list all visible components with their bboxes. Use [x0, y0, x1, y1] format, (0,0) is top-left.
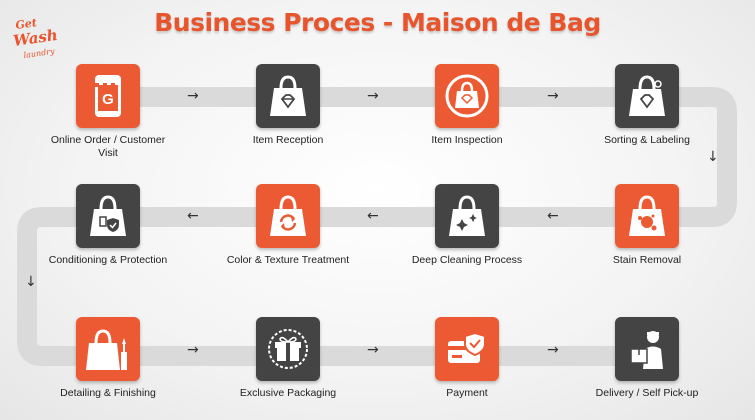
arrow-right-icon: →: [187, 342, 199, 358]
step-label: Delivery / Self Pick-up: [595, 387, 699, 399]
step-label: Item Reception: [252, 134, 324, 146]
step-label: Color & Texture Treatment: [226, 254, 350, 266]
step-label: Detailing & Finishing: [60, 387, 156, 399]
step-label: Payment: [446, 387, 488, 399]
step-label: Stain Removal: [612, 254, 682, 266]
step-stain-removal: Stain Removal: [582, 184, 712, 267]
bag-brush-icon: [76, 317, 140, 381]
step-label: Exclusive Packaging: [239, 387, 337, 399]
step-deep-cleaning: Deep Cleaning Process: [402, 184, 532, 267]
arrow-right-icon: →: [187, 88, 199, 104]
step-label: Item Inspection: [431, 134, 503, 146]
page-title: Business Proces - Maison de Bag: [154, 8, 601, 37]
step-item-inspection: Item Inspection: [402, 64, 532, 147]
svg-text:Get: Get: [15, 16, 38, 32]
arrow-down-icon: ↓: [25, 274, 37, 290]
arrow-right-icon: →: [367, 88, 379, 104]
arrow-left-icon: ←: [547, 208, 559, 224]
step-delivery: Delivery / Self Pick-up: [582, 317, 712, 400]
arrow-right-icon: →: [547, 342, 559, 358]
step-item-reception: Item Reception: [223, 64, 353, 147]
delivery-person-icon: [615, 317, 679, 381]
step-conditioning: Conditioning & Protection: [43, 184, 173, 267]
step-label: Online Order / Customer Visit: [50, 134, 166, 159]
phone-store-icon: G: [76, 64, 140, 128]
step-label: Sorting & Labeling: [604, 134, 690, 146]
step-packaging: Exclusive Packaging: [223, 317, 353, 400]
gift-box-icon: [256, 317, 320, 381]
bag-sparkle-icon: [435, 184, 499, 248]
svg-text:G: G: [102, 91, 114, 108]
step-color-texture: Color & Texture Treatment: [223, 184, 353, 267]
arrow-left-icon: ←: [187, 208, 199, 224]
bag-stain-icon: [615, 184, 679, 248]
bag-tag-icon: [615, 64, 679, 128]
step-detailing: Detailing & Finishing: [43, 317, 173, 400]
arrow-left-icon: ←: [367, 208, 379, 224]
brand-logo: Get Wash laundry: [10, 16, 62, 64]
bag-inspection-icon: [435, 64, 499, 128]
step-label: Conditioning & Protection: [48, 254, 168, 266]
step-payment: Payment: [402, 317, 532, 400]
bag-shield-icon: [76, 184, 140, 248]
bag-refresh-icon: [256, 184, 320, 248]
step-online-order: G Online Order / Customer Visit: [43, 64, 173, 160]
arrow-right-icon: →: [367, 342, 379, 358]
step-label: Deep Cleaning Process: [411, 254, 523, 266]
arrow-right-icon: →: [547, 88, 559, 104]
step-sorting-labeling: Sorting & Labeling: [582, 64, 712, 147]
svg-text:laundry: laundry: [23, 47, 56, 60]
bag-diamond-icon: [256, 64, 320, 128]
arrow-down-icon: ↓: [707, 149, 719, 165]
payment-card-icon: [435, 317, 499, 381]
